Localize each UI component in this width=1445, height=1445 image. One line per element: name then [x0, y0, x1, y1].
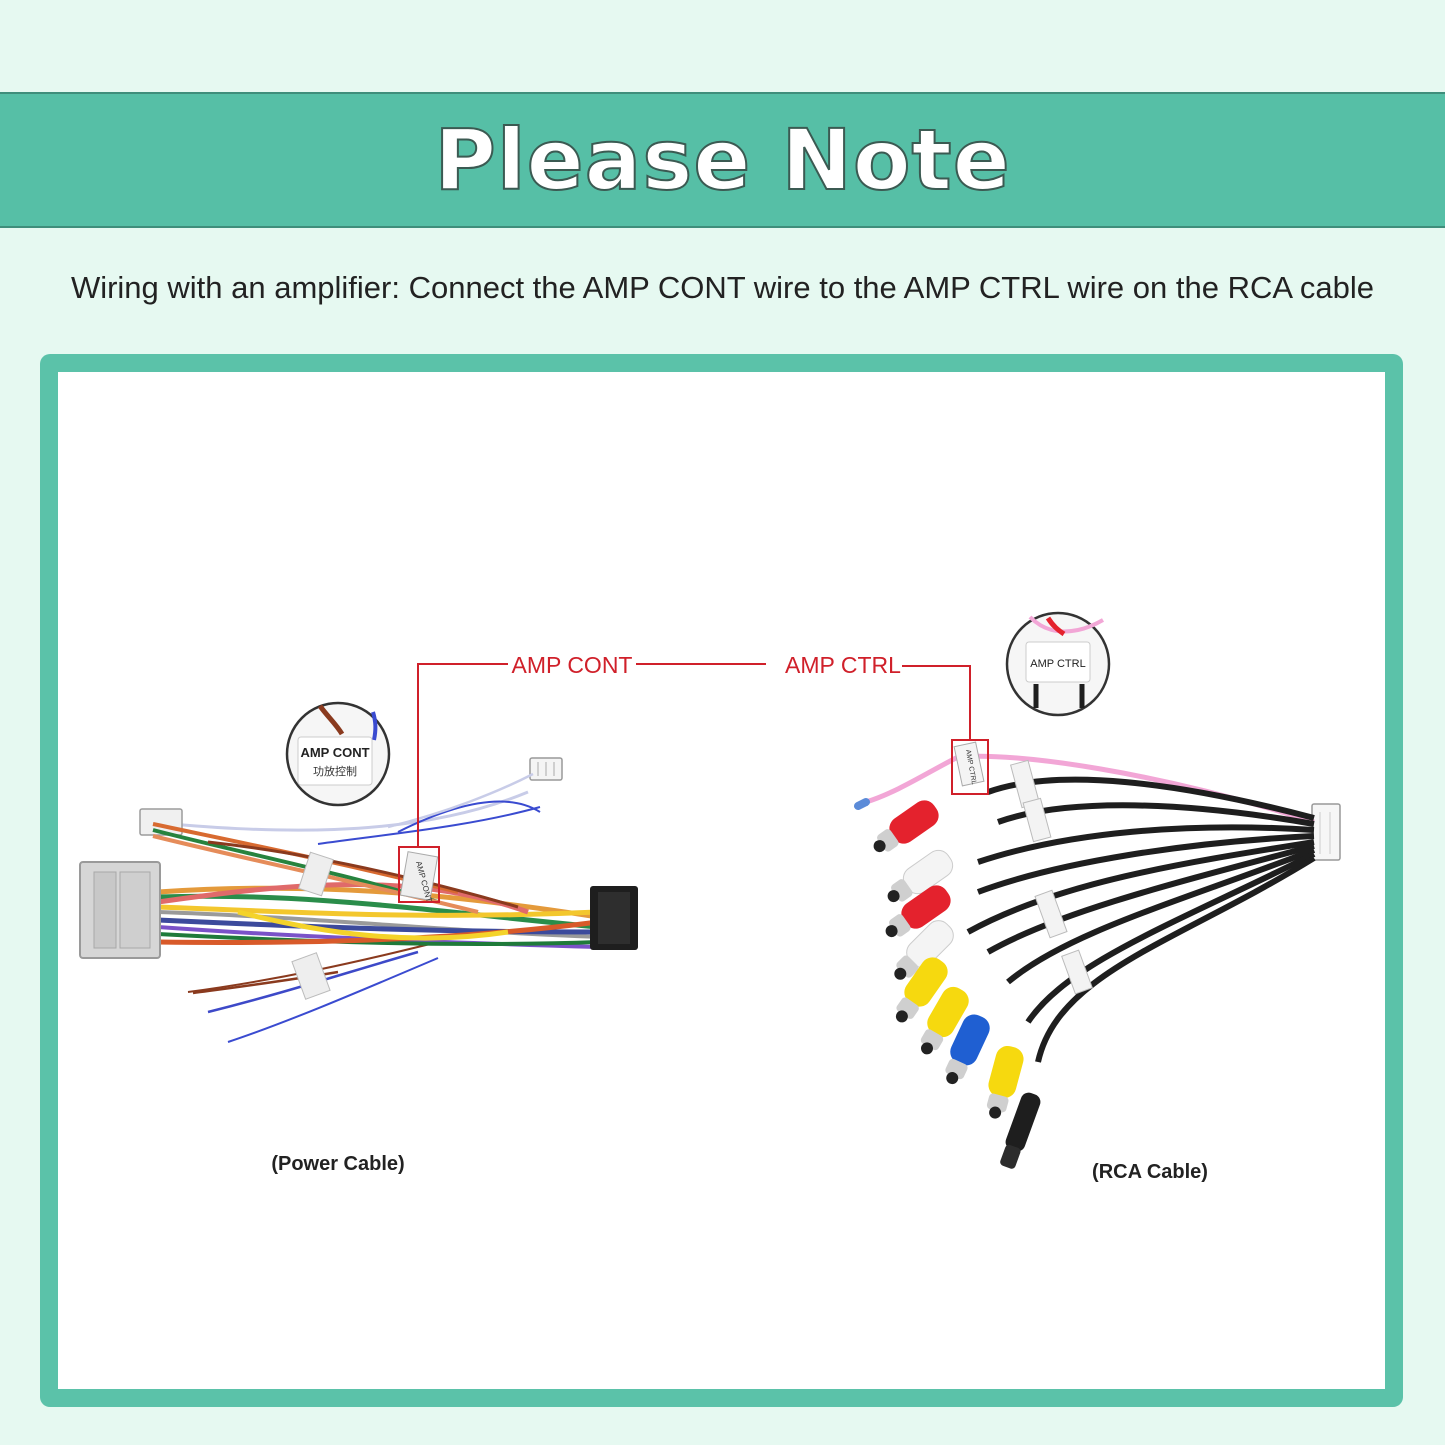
page-title: Please Note	[433, 110, 1011, 210]
small-connector-top	[529, 757, 563, 781]
rca-plug-yellow-1	[895, 957, 948, 1023]
power-connector-grey	[79, 861, 161, 959]
power-connector-black	[590, 886, 638, 950]
rca-cable: AMP CTRL AMP CTRL	[854, 611, 1341, 1169]
connection-callout: AMP CONT AMP CTRL	[417, 652, 971, 847]
wire-label-tag	[1022, 797, 1052, 843]
amp-ctrl-highlight-box	[951, 739, 989, 795]
amp-cont-wire-tag: AMP CONT	[399, 851, 439, 903]
rca-connector-white	[1311, 803, 1341, 861]
wire-label-tag	[1061, 949, 1093, 995]
rca-plug-yellow-3	[986, 1045, 1024, 1119]
rca-plug-white-1	[887, 849, 954, 903]
callout-amp-cont: AMP CONT	[512, 652, 633, 678]
amp-ctrl-wire-tag: AMP CTRL	[953, 741, 985, 787]
caption-rca-cable: (RCA Cable)	[1092, 1161, 1208, 1183]
amp-cont-zoom-circle: AMP CONT 功放控制	[285, 701, 391, 807]
rca-plug-yellow-2	[920, 986, 969, 1055]
rca-plug-blue	[945, 1014, 990, 1085]
amp-ctrl-zoom-circle: AMP CTRL	[1005, 611, 1111, 717]
wire-label-tag	[1034, 889, 1068, 939]
header-banner: Please Note	[0, 92, 1445, 228]
caption-power-cable: (Power Cable)	[271, 1153, 404, 1175]
callout-amp-ctrl: AMP CTRL	[785, 652, 901, 678]
power-wire-bundle	[152, 822, 599, 949]
audio-jack-black	[1000, 1092, 1041, 1169]
instruction-text: Wiring with an amplifier: Connect the AM…	[70, 270, 1375, 305]
zoom-label-amp-cont: AMP CONT	[300, 745, 369, 760]
zoom-label-chinese: 功放控制	[313, 764, 357, 778]
zoom-label-amp-ctrl: AMP CTRL	[1030, 658, 1085, 670]
power-cable: AMP CONT AMP CONT 功放控制	[79, 701, 638, 1043]
rca-plug-red-2	[885, 885, 951, 938]
rca-plug-white-2	[894, 920, 954, 980]
wiring-diagram: AMP CONT AMP CONT 功放控制 AM	[79, 611, 1341, 1183]
rca-plug-red-1	[873, 800, 939, 853]
wire-label-tag	[291, 952, 331, 1000]
wire-label-tag	[298, 851, 334, 897]
diagram-frame: AMP CONT AMP CONT 功放控制 AM	[40, 354, 1403, 1407]
diagram-canvas: AMP CONT AMP CONT 功放控制 AM	[58, 372, 1385, 1389]
